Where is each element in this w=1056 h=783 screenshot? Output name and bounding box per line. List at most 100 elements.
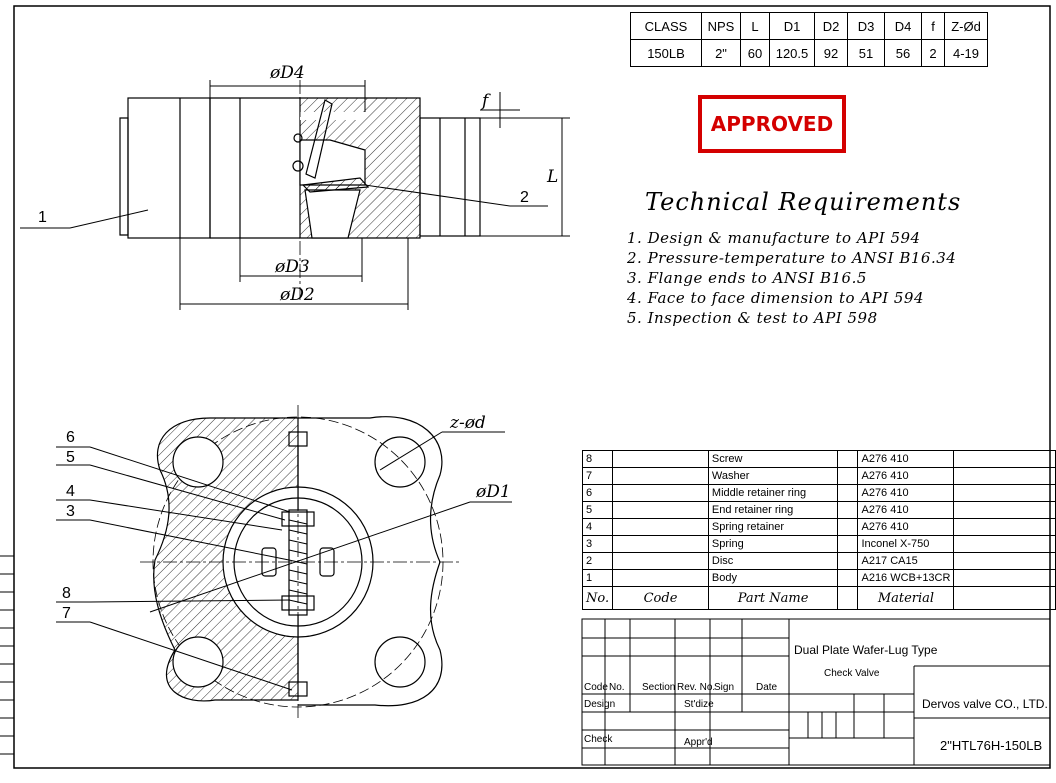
part-name: Middle retainer ring — [707, 484, 839, 502]
front-leaders — [56, 431, 512, 691]
tb-label-apprd: Appr'd — [684, 737, 713, 748]
part-name: Washer — [707, 467, 839, 485]
tb-label-code: Code — [584, 682, 608, 693]
part-name: Spring — [707, 535, 839, 553]
tb-label-stdize: St'dize — [684, 699, 714, 710]
spec-v-class: 150LB — [630, 39, 702, 67]
part-material: A216 WCB+13CR — [857, 569, 955, 587]
parts-row: 4 Spring retainer A276 410 — [581, 518, 1056, 536]
spec-table: CLASS NPS L D1 D2 D3 D4 f Z-Ød 150LB 2" … — [630, 12, 988, 67]
part-code — [612, 450, 709, 468]
spec-h-nps: NPS — [701, 12, 741, 40]
requirements-title: Technical Requirements — [645, 188, 962, 216]
part-code — [612, 501, 709, 519]
spec-h-d2: D2 — [814, 12, 848, 40]
part-name: Disc — [707, 552, 839, 570]
part-code — [612, 484, 709, 502]
parts-row: 7 Washer A276 410 — [581, 467, 1056, 485]
part-material: A276 410 — [857, 450, 955, 468]
part-no: 1 — [581, 569, 614, 587]
part-code — [612, 569, 709, 587]
spec-value-row: 150LB 2" 60 120.5 92 51 56 2 4-19 — [630, 39, 988, 67]
tb-label-date: Date — [756, 682, 778, 693]
tb-company: Dervos valve CO., LTD. — [922, 697, 1048, 711]
dim-d3-label: øD3 — [274, 257, 310, 277]
spec-v-l: 60 — [740, 39, 770, 67]
part-name: Spring retainer — [707, 518, 839, 536]
spec-v-zd: 4-19 — [944, 39, 988, 67]
callout-1: 1 — [38, 209, 47, 226]
sheet-border — [13, 5, 1051, 769]
parts-row: 1 Body A216 WCB+13CR — [581, 569, 1056, 587]
part-no: 6 — [581, 484, 614, 502]
part-material: A217 CA15 — [857, 552, 955, 570]
part-no: 2 — [581, 552, 614, 570]
spec-h-f: f — [921, 12, 945, 40]
requirement-item: 2. Pressure-temperature to ANSI B16.34 — [627, 249, 957, 267]
dim-d4-label: øD4 — [269, 63, 305, 83]
spec-header-row: CLASS NPS L D1 D2 D3 D4 f Z-Ød — [630, 12, 988, 40]
callout-8: 8 — [62, 585, 71, 602]
tb-label-design: Design — [584, 699, 615, 710]
part-code — [612, 535, 709, 553]
side-dimensions — [20, 80, 570, 310]
tb-label-rev-no: Rev. No. — [677, 682, 715, 693]
spec-v-d4: 56 — [884, 39, 922, 67]
tb-label-check: Check — [584, 734, 613, 745]
tb-label-sign: Sign — [714, 682, 734, 693]
approved-stamp: APPROVED — [698, 95, 846, 153]
tb-label-section: Section — [642, 682, 675, 693]
spec-h-d3: D3 — [847, 12, 885, 40]
title-block-text: Code No. Section Rev. No. Sign Date Desi… — [584, 643, 1048, 753]
parts-h-material: Material — [857, 586, 955, 610]
dim-l-label: L — [546, 167, 558, 187]
callout-6: 6 — [66, 429, 75, 446]
edge-ticks — [0, 555, 14, 755]
callout-4: 4 — [66, 483, 75, 500]
callout-3: 3 — [66, 503, 75, 520]
callout-5: 5 — [66, 449, 75, 466]
part-code — [612, 518, 709, 536]
spec-h-d1: D1 — [769, 12, 815, 40]
callout-7: 7 — [62, 605, 71, 622]
requirement-item: 5. Inspection & test to API 598 — [627, 309, 878, 327]
part-no: 3 — [581, 535, 614, 553]
requirement-item: 1. Design & manufacture to API 594 — [627, 229, 921, 247]
parts-row: 2 Disc A217 CA15 — [581, 552, 1056, 570]
part-no: 4 — [581, 518, 614, 536]
side-section-view — [119, 80, 481, 300]
part-code — [612, 467, 709, 485]
spec-h-zd: Z-Ød — [944, 12, 988, 40]
spec-v-f: 2 — [921, 39, 945, 67]
spec-h-d4: D4 — [884, 12, 922, 40]
dim-d1-label: øD1 — [475, 482, 511, 502]
part-name: End retainer ring — [707, 501, 839, 519]
requirements-list: 1. Design & manufacture to API 594 2. Pr… — [627, 228, 956, 328]
spec-v-d1: 120.5 — [769, 39, 815, 67]
part-material: A276 410 — [857, 467, 955, 485]
front-view — [140, 405, 460, 720]
part-no: 7 — [581, 467, 614, 485]
parts-h-name: Part Name — [707, 586, 839, 610]
spec-h-class: CLASS — [630, 12, 702, 40]
requirement-item: 4. Face to face dimension to API 594 — [627, 289, 925, 307]
title-block-grid — [581, 618, 1051, 766]
part-code — [612, 552, 709, 570]
dim-zd-label: z-ød — [449, 413, 486, 433]
spec-v-d3: 51 — [847, 39, 885, 67]
part-material: A276 410 — [857, 518, 955, 536]
part-no: 8 — [581, 450, 614, 468]
spec-v-nps: 2" — [701, 39, 741, 67]
part-name: Body — [707, 569, 839, 587]
spec-v-d2: 92 — [814, 39, 848, 67]
tb-product-line1: Dual Plate Wafer-Lug Type — [794, 643, 938, 657]
tb-product-line2: Check Valve — [824, 668, 880, 679]
dim-f-label: f — [480, 91, 491, 111]
